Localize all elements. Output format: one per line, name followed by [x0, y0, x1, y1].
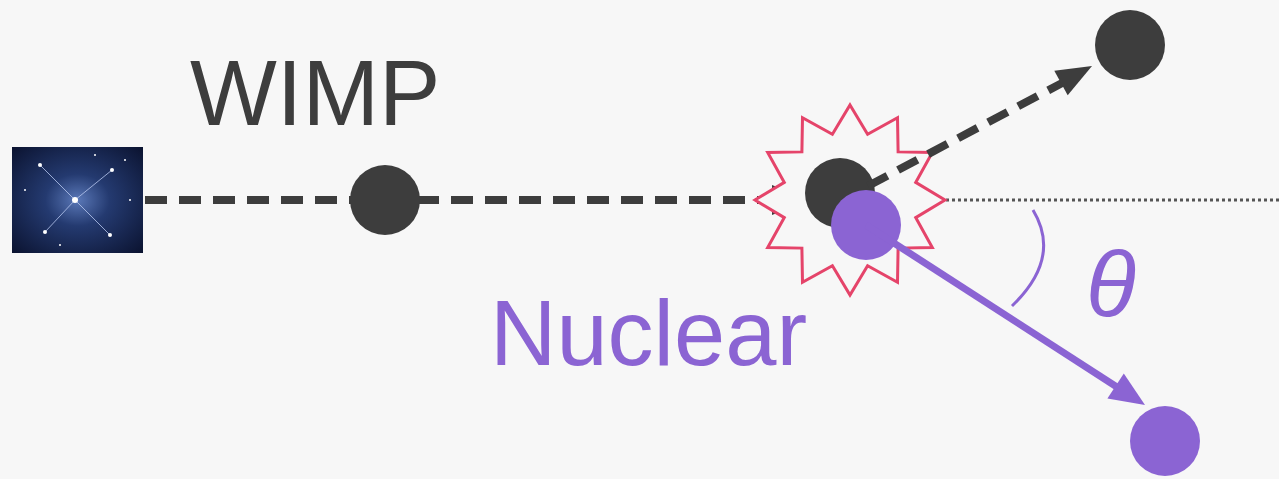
galaxy-image: [12, 147, 143, 253]
particle-label: Nuclear: [490, 287, 807, 379]
incoming-wimp-track: [145, 185, 810, 215]
angle-arc: [1012, 210, 1044, 306]
nuclear-recoil-track: [866, 225, 1145, 405]
collision-burst: [755, 105, 945, 295]
recoil-nucleus: [1130, 406, 1200, 476]
wimp-particle: [350, 165, 420, 235]
scattered-wimp-track: [868, 66, 1092, 186]
angle-label: θ: [1086, 238, 1136, 330]
particle-label: WIMP: [190, 47, 440, 139]
scattered-wimp: [1095, 10, 1165, 80]
